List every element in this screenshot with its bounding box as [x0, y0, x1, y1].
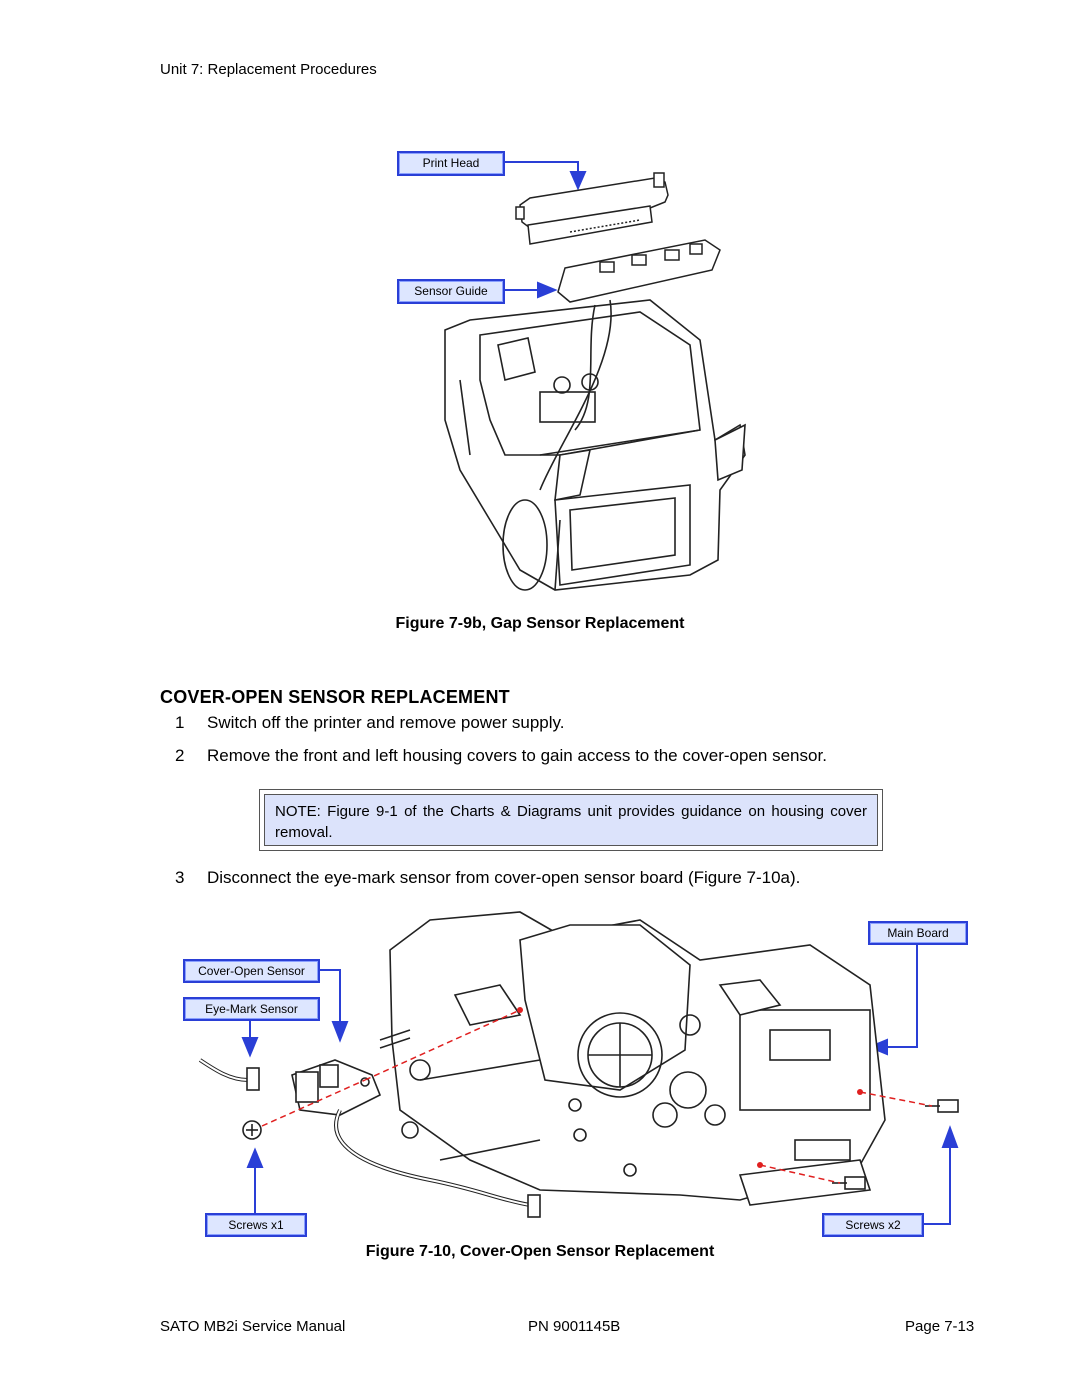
main-board-callout: Main Board	[868, 921, 968, 945]
step-number: 2	[175, 746, 185, 765]
print-head-callout: Print Head	[397, 151, 505, 176]
eye-mark-sensor-callout: Eye-Mark Sensor	[183, 997, 320, 1021]
step-2: 2 Remove the front and left housing cove…	[175, 746, 827, 766]
step-number: 3	[175, 868, 185, 887]
screws-x2-callout: Screws x2	[822, 1213, 924, 1237]
step-number: 1	[175, 713, 185, 732]
step-3: 3 Disconnect the eye-mark sensor from co…	[175, 868, 800, 888]
figure-7-9b-caption: Figure 7-9b, Gap Sensor Replacement	[395, 615, 685, 632]
step-text: Switch off the printer and remove power …	[207, 713, 565, 732]
step-text: Remove the front and left housing covers…	[207, 746, 827, 765]
cover-open-sensor-callout: Cover-Open Sensor	[183, 959, 320, 983]
section-title: COVER-OPEN SENSOR REPLACEMENT	[160, 687, 510, 707]
note-box: NOTE: Figure 9-1 of the Charts & Diagram…	[259, 789, 883, 851]
note-text: NOTE: Figure 9-1 of the Charts & Diagram…	[264, 794, 878, 846]
step-1: 1 Switch off the printer and remove powe…	[175, 713, 565, 733]
screws-x1-callout: Screws x1	[205, 1213, 307, 1237]
page-header: Unit 7: Replacement Procedures	[160, 61, 377, 78]
footer-part-number: PN 9001145B	[528, 1318, 621, 1335]
footer-manual-title: SATO MB2i Service Manual	[160, 1318, 346, 1335]
footer-page-number: Page 7-13	[905, 1318, 975, 1335]
sensor-guide-callout: Sensor Guide	[397, 279, 505, 304]
step-text: Disconnect the eye-mark sensor from cove…	[207, 868, 801, 887]
figure-7-10-caption: Figure 7-10, Cover-Open Sensor Replaceme…	[365, 1243, 715, 1260]
